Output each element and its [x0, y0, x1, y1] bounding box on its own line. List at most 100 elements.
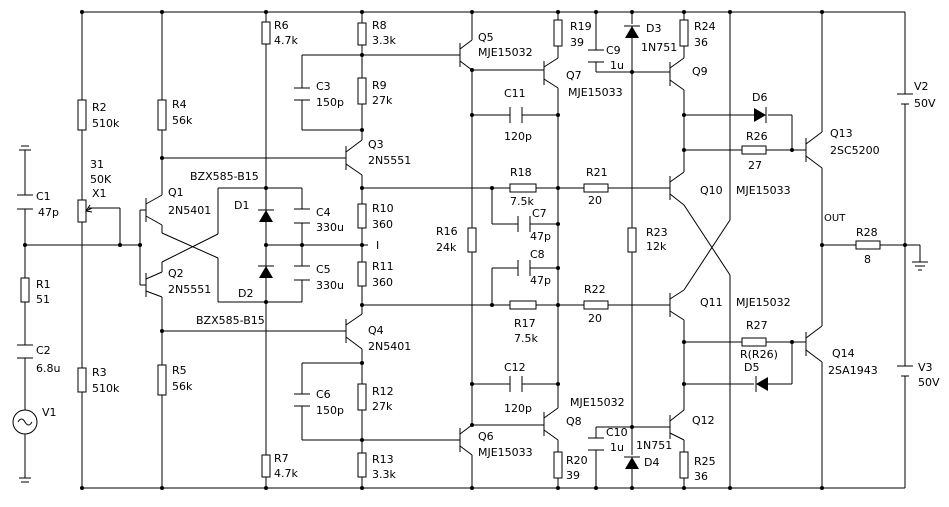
- diodes: [258, 25, 768, 469]
- label-c10-value: 1u: [610, 441, 624, 454]
- label-c11-value: 120p: [504, 130, 532, 143]
- label-q11-value: MJE15032: [736, 296, 791, 309]
- label-r5-value: 56k: [172, 380, 193, 393]
- label-q14-ref: Q14: [832, 347, 855, 360]
- label-v2-ref: V2: [914, 80, 929, 93]
- sources: [12, 93, 913, 435]
- label-q4-value: 2N5401: [368, 340, 411, 353]
- label-c11-ref: C11: [504, 87, 526, 100]
- label-r20-ref: R20: [566, 454, 588, 467]
- label-q10-ref: Q10: [700, 184, 723, 197]
- label-r12-ref: R12: [372, 385, 394, 398]
- label-r13-value: 3.3k: [372, 468, 396, 481]
- wires: [19, 11, 928, 489]
- label-q3-ref: Q3: [368, 138, 384, 151]
- label-r11-ref: R11: [372, 260, 394, 273]
- label-x1-ref: 31: [90, 158, 104, 171]
- label-r23-ref: R23: [646, 226, 668, 239]
- label-q2-value: 2N5551: [168, 283, 211, 296]
- label-q8-value: MJE15032: [570, 396, 625, 409]
- label-r25-ref: R25: [694, 455, 716, 468]
- label-r7-value: 4.7k: [274, 467, 298, 480]
- label-r9-ref: R9: [372, 79, 387, 92]
- label-q11-ref: Q11: [700, 296, 723, 309]
- label-r25-value: 36: [694, 470, 708, 483]
- label-r18-value: 7.5k: [510, 195, 534, 208]
- label-r21-ref: R21: [586, 166, 608, 179]
- label-q5-ref: Q5: [478, 31, 494, 44]
- label-q6-value: MJE15033: [478, 446, 533, 459]
- label-r16-value: 24k: [436, 241, 457, 254]
- label-c2-ref: C2: [36, 344, 51, 357]
- label-v2-value: 50V: [914, 97, 936, 110]
- label-r9-value: 27k: [372, 94, 393, 107]
- label-q5-value: MJE15032: [478, 46, 533, 59]
- label-r18-ref: R18: [510, 166, 532, 179]
- label-d3-ref: D3: [646, 22, 661, 35]
- label-x1-value: 50K: [90, 173, 112, 186]
- label-r28-value: 8: [864, 253, 871, 266]
- label-v1-ref: V1: [42, 406, 57, 419]
- label-r8-value: 3.3k: [372, 34, 396, 47]
- label-r24-value: 36: [694, 36, 708, 49]
- label-c4-ref: C4: [316, 206, 331, 219]
- label-r24-ref: R24: [694, 20, 716, 33]
- label-d2-value: BZX585-B15: [196, 314, 265, 327]
- label-v3-value: 50V: [918, 376, 940, 389]
- label-c12-value: 120p: [504, 402, 532, 415]
- label-r17-ref: R17: [514, 317, 536, 330]
- label-r26-ref: R26: [746, 130, 768, 143]
- label-c9-value: 1u: [610, 59, 624, 72]
- label-r2-value: 510k: [92, 117, 120, 130]
- label-q2-ref: Q2: [168, 267, 184, 280]
- label-c4-value: 330u: [316, 221, 344, 234]
- label-x1-extra: X1: [92, 187, 107, 200]
- label-r13-ref: R13: [372, 453, 394, 466]
- label-r10-ref: R10: [372, 202, 394, 215]
- label-q12-ref: Q12: [692, 414, 715, 427]
- label-r11-value: 360: [372, 276, 393, 289]
- label-r4-value: 56k: [172, 114, 193, 127]
- label-r27-value: R(R26): [740, 348, 778, 361]
- junctions: [23, 10, 907, 490]
- label-r16-ref: R16: [436, 225, 458, 238]
- label-d1-ref: D1: [234, 199, 249, 212]
- label-q8-ref: Q8: [566, 415, 582, 428]
- label-r1-value: 51: [36, 293, 50, 306]
- label-c3-ref: C3: [316, 80, 331, 93]
- component-labels: C1 47p R1 51 C2 6.8u V1 R2 510k 31 50K X…: [36, 19, 940, 483]
- label-r10-value: 360: [372, 218, 393, 231]
- label-r28-ref: R28: [856, 226, 878, 239]
- label-q1-ref: Q1: [168, 186, 184, 199]
- label-c1-ref: C1: [36, 190, 51, 203]
- label-d2-ref: D2: [238, 287, 253, 300]
- label-c5-value: 330u: [316, 279, 344, 292]
- label-r4-ref: R4: [172, 98, 187, 111]
- label-r26-value: 27: [748, 159, 762, 172]
- label-r27-ref: R27: [746, 319, 768, 332]
- label-c7-ref: C7: [532, 207, 547, 220]
- label-c8-ref: C8: [530, 248, 545, 261]
- label-q3-value: 2N5551: [368, 154, 411, 167]
- label-q4-ref: Q4: [368, 324, 384, 337]
- label-r1-ref: R1: [36, 278, 51, 291]
- label-r22-value: 20: [588, 312, 602, 325]
- label-r17-value: 7.5k: [514, 332, 538, 345]
- label-r19-ref: R19: [570, 20, 592, 33]
- label-r6-ref: R6: [274, 19, 289, 32]
- label-c9-ref: C9: [606, 44, 621, 57]
- label-q13-value: 2SC5200: [830, 144, 880, 157]
- capacitors: [17, 49, 604, 451]
- label-r5-ref: R5: [172, 364, 187, 377]
- label-c7-value: 47p: [530, 230, 551, 243]
- label-q9-ref: Q9: [692, 65, 708, 78]
- label-d6-ref: D6: [752, 91, 767, 104]
- label-c3-value: 150p: [316, 96, 344, 109]
- label-r8-ref: R8: [372, 19, 387, 32]
- label-r19-value: 39: [570, 36, 584, 49]
- label-v3-ref: V3: [918, 361, 933, 374]
- label-c5-ref: C5: [316, 263, 331, 276]
- label-r2-ref: R2: [92, 101, 107, 114]
- label-c6-value: 150p: [316, 404, 344, 417]
